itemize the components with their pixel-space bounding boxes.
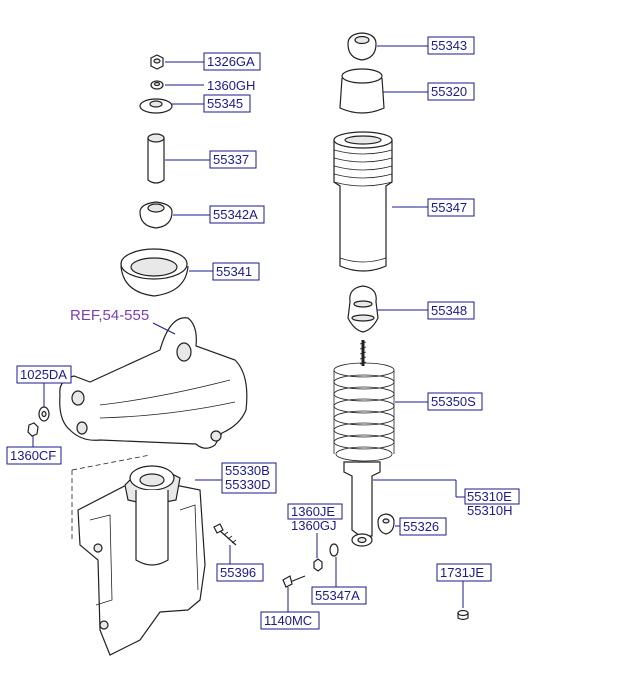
svg-text:1140MC: 1140MC bbox=[264, 613, 312, 628]
bolt-1140mc-part bbox=[282, 575, 306, 588]
svg-text:55330B: 55330B bbox=[225, 463, 270, 478]
label-55345[interactable]: 55345 bbox=[203, 94, 251, 113]
svg-text:1360CF: 1360CF bbox=[10, 448, 56, 463]
svg-text:55326: 55326 bbox=[403, 519, 439, 534]
washer-1025da-part bbox=[38, 406, 50, 422]
nut-1360je-part bbox=[313, 558, 323, 572]
boot-55347-part bbox=[333, 131, 393, 272]
svg-text:REF,54-555: REF,54-555 bbox=[70, 307, 149, 324]
svg-text:55320: 55320 bbox=[431, 84, 467, 99]
svg-text:1731JE: 1731JE bbox=[440, 565, 484, 580]
label-55347[interactable]: 55347 bbox=[427, 198, 475, 217]
strut-55310e-part bbox=[343, 461, 381, 547]
upper-control-arm-part bbox=[59, 317, 248, 449]
svg-text:55396: 55396 bbox=[220, 565, 256, 580]
label-55348[interactable]: 55348 bbox=[427, 301, 475, 320]
bushing-55342a-part bbox=[139, 201, 173, 229]
coil-spring-55350s-part bbox=[333, 340, 395, 462]
nut-1326ga-part bbox=[150, 54, 164, 70]
label-1025da[interactable]: 1025DA bbox=[16, 365, 72, 384]
svg-text:55310H: 55310H bbox=[467, 503, 513, 518]
bolt-1360cf-part bbox=[27, 422, 39, 437]
svg-text:1326GA: 1326GA bbox=[207, 54, 255, 69]
svg-text:1360JE: 1360JE bbox=[291, 504, 335, 519]
label-1326ga[interactable]: 1326GA bbox=[203, 52, 261, 71]
svg-text:55345: 55345 bbox=[207, 96, 243, 111]
cap-55343-part bbox=[347, 32, 377, 61]
washer-55347a-part bbox=[329, 543, 339, 557]
label-55326[interactable]: 55326 bbox=[399, 517, 447, 536]
label-55330b-55330d[interactable]: 55330B 55330D bbox=[221, 462, 277, 494]
washer-55345-part bbox=[139, 98, 173, 114]
svg-text:55343: 55343 bbox=[431, 38, 467, 53]
label-55343[interactable]: 55343 bbox=[427, 36, 475, 55]
reference-label[interactable]: REF,54-555 bbox=[70, 307, 149, 324]
svg-text:1025DA: 1025DA bbox=[20, 367, 67, 382]
label-55337[interactable]: 55337 bbox=[209, 150, 257, 169]
label-55320[interactable]: 55320 bbox=[427, 82, 475, 101]
label-1360cf[interactable]: 1360CF bbox=[6, 446, 62, 465]
label-55342a[interactable]: 55342A bbox=[209, 205, 265, 224]
bushing-55326-part bbox=[377, 513, 395, 535]
label-1360je-1360gj[interactable]: 1360JE 1360GJ bbox=[287, 503, 343, 533]
svg-text:55310E: 55310E bbox=[467, 489, 512, 504]
washer-1360gh-part bbox=[150, 80, 164, 90]
svg-text:55350S: 55350S bbox=[431, 394, 476, 409]
label-55396[interactable]: 55396 bbox=[216, 563, 264, 582]
label-1731je[interactable]: 1731JE bbox=[436, 563, 492, 582]
svg-text:1360GJ: 1360GJ bbox=[291, 518, 337, 533]
label-55347a[interactable]: 55347A bbox=[311, 586, 367, 605]
svg-text:55341: 55341 bbox=[216, 264, 252, 279]
svg-text:1360GH: 1360GH bbox=[207, 78, 255, 93]
spacer-55337-part bbox=[147, 133, 165, 184]
cover-55320-part bbox=[339, 68, 385, 114]
label-55350s[interactable]: 55350S bbox=[427, 392, 483, 411]
strut-tower-part bbox=[71, 454, 206, 656]
leader-lines bbox=[32, 45, 465, 612]
label-55341[interactable]: 55341 bbox=[212, 262, 260, 281]
insulator-55341-part bbox=[120, 248, 189, 297]
plug-1731je-part bbox=[457, 609, 469, 621]
bump-stopper-55348-part bbox=[347, 285, 379, 333]
label-1360gh[interactable]: 1360GH bbox=[207, 78, 255, 93]
svg-text:55348: 55348 bbox=[431, 303, 467, 318]
svg-text:55330D: 55330D bbox=[225, 477, 271, 492]
label-55310e-55310h[interactable]: 55310E 55310H bbox=[464, 488, 520, 518]
svg-text:55347A: 55347A bbox=[315, 588, 360, 603]
svg-text:55347: 55347 bbox=[431, 200, 467, 215]
svg-text:55342A: 55342A bbox=[213, 207, 258, 222]
svg-text:55337: 55337 bbox=[213, 152, 249, 167]
bolt-55396-part bbox=[213, 523, 237, 546]
label-1140mc[interactable]: 1140MC bbox=[260, 611, 320, 630]
